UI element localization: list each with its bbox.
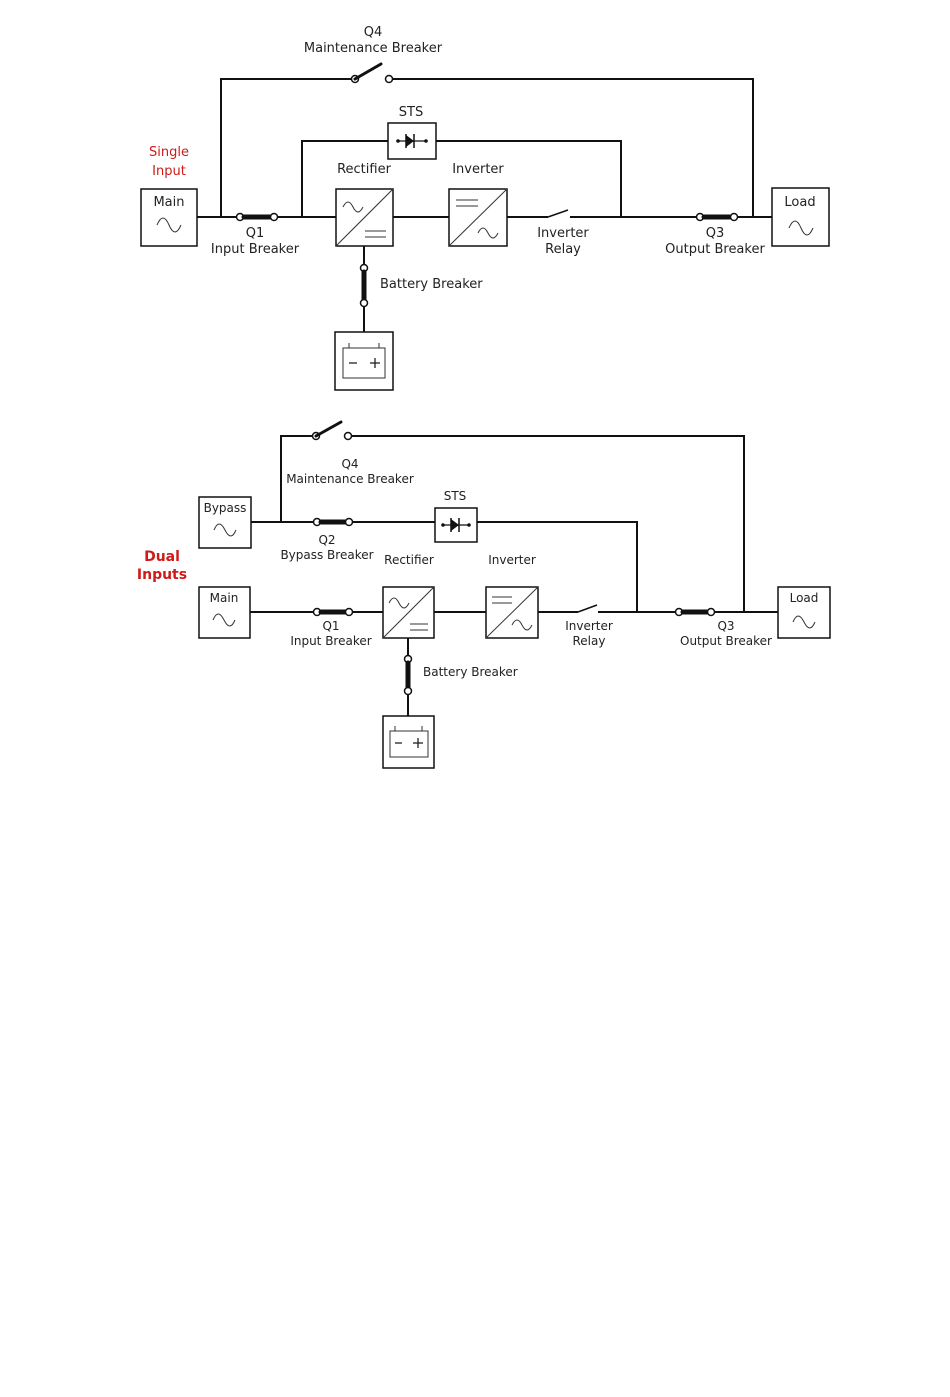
relay-label-line2: Relay bbox=[545, 242, 581, 257]
q4-maintenance-breaker-symbol bbox=[352, 64, 393, 83]
main-label: Main bbox=[210, 591, 239, 605]
single-title-line1: Single bbox=[149, 145, 189, 160]
rectifier-box bbox=[383, 587, 434, 638]
relay-label-line2: Relay bbox=[573, 634, 606, 648]
battery-box bbox=[383, 716, 434, 768]
q1-label: Input Breaker bbox=[290, 634, 371, 648]
inverter-box bbox=[486, 587, 538, 638]
sts-box bbox=[388, 123, 436, 159]
q3-label: Output Breaker bbox=[680, 634, 772, 648]
q4-id: Q4 bbox=[341, 457, 358, 471]
battery-breaker-label: Battery Breaker bbox=[380, 277, 483, 292]
q1-id: Q1 bbox=[246, 226, 265, 241]
q1-label: Input Breaker bbox=[211, 242, 300, 257]
q3-id: Q3 bbox=[717, 619, 734, 633]
q1-id: Q1 bbox=[322, 619, 339, 633]
inverter-box bbox=[449, 189, 507, 246]
rectifier-label: Rectifier bbox=[337, 162, 391, 177]
dual-inputs-diagram: Dual Inputs Q4 Maintenance Breaker STS B… bbox=[137, 422, 830, 768]
q4-maintenance-breaker-symbol bbox=[313, 422, 352, 440]
q2-id: Q2 bbox=[318, 533, 335, 547]
dual-title-line1: Dual bbox=[144, 549, 180, 565]
load-label: Load bbox=[784, 195, 815, 210]
relay-label-line1: Inverter bbox=[537, 226, 589, 241]
battery-breaker-symbol bbox=[361, 265, 368, 307]
sts-box bbox=[435, 508, 477, 542]
battery-box bbox=[335, 332, 393, 390]
q1-input-breaker-symbol bbox=[314, 609, 353, 616]
q4-label: Maintenance Breaker bbox=[286, 472, 414, 486]
q3-output-breaker-symbol bbox=[697, 214, 738, 221]
inverter-label: Inverter bbox=[488, 553, 536, 567]
q2-label: Bypass Breaker bbox=[280, 548, 373, 562]
q3-label: Output Breaker bbox=[665, 242, 765, 257]
q3-id: Q3 bbox=[706, 226, 725, 241]
load-label: Load bbox=[790, 591, 819, 605]
single-title-line2: Input bbox=[152, 164, 186, 179]
q2-bypass-breaker-symbol bbox=[314, 519, 353, 526]
q3-output-breaker-symbol bbox=[676, 609, 715, 616]
sts-label: STS bbox=[444, 489, 467, 503]
inverter-relay-symbol bbox=[578, 605, 597, 612]
single-input-diagram: Single Input Q4 Maintenance Breaker STS … bbox=[141, 25, 829, 390]
rectifier-label: Rectifier bbox=[384, 553, 434, 567]
inverter-label: Inverter bbox=[452, 162, 504, 177]
q1-input-breaker-symbol bbox=[237, 214, 278, 221]
inverter-relay-symbol bbox=[548, 210, 568, 217]
main-label: Main bbox=[153, 195, 184, 210]
relay-label-line1: Inverter bbox=[565, 619, 613, 633]
sts-label: STS bbox=[399, 105, 423, 120]
q4-label: Maintenance Breaker bbox=[304, 41, 443, 56]
q4-id: Q4 bbox=[364, 25, 383, 40]
dual-title-line2: Inputs bbox=[137, 567, 187, 583]
rectifier-box bbox=[336, 189, 393, 246]
battery-breaker-symbol bbox=[405, 656, 412, 695]
battery-breaker-label: Battery Breaker bbox=[423, 665, 518, 679]
bypass-label: Bypass bbox=[204, 501, 247, 515]
